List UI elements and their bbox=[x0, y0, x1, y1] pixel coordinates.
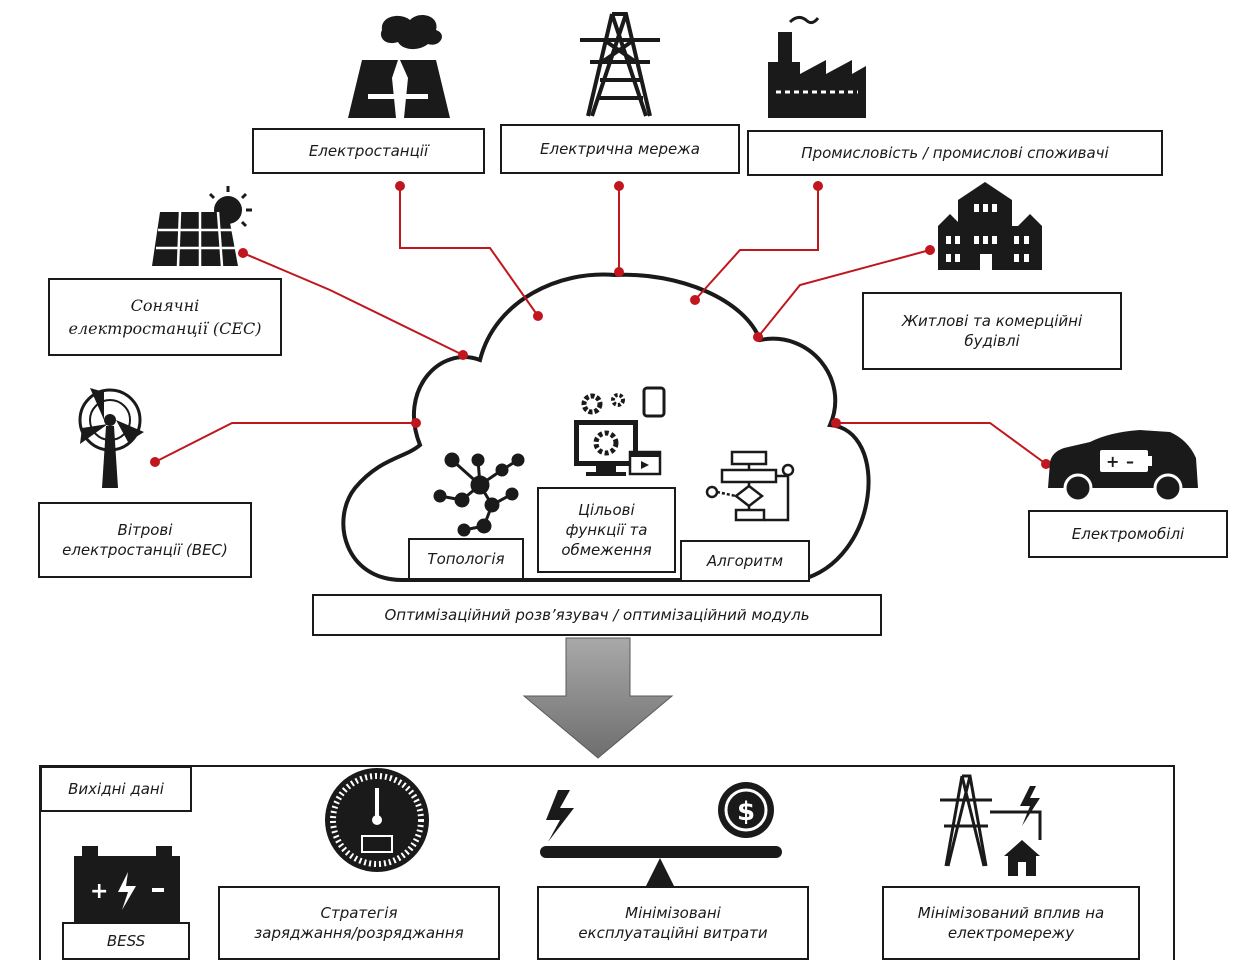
industry-label: Промисловість / промислові споживачі bbox=[747, 130, 1163, 176]
outputs-title: Вихідні дані bbox=[40, 766, 192, 812]
connector-solar bbox=[242, 252, 464, 356]
grid-house-icon bbox=[940, 774, 1042, 876]
buildings-icon bbox=[938, 182, 1042, 270]
buildings-label: Житлові та комерційні будівлі bbox=[862, 292, 1122, 370]
computer-settings-icon bbox=[574, 386, 666, 476]
gauge-icon bbox=[325, 768, 429, 872]
solar-panel-icon bbox=[152, 186, 252, 267]
wind-label: Вітрові електростанції (ВЕС) bbox=[38, 502, 252, 578]
electric-car-icon: + – bbox=[1048, 430, 1198, 503]
flow-down-arrow bbox=[522, 637, 674, 759]
objectives-label: Цільові функції та обмеження bbox=[537, 487, 676, 573]
connector-dots bbox=[150, 181, 1051, 469]
strategy-label: Стратегія заряджання/розряджання bbox=[218, 886, 500, 960]
transmission-tower-icon bbox=[580, 12, 660, 117]
connector-power-plants bbox=[399, 186, 539, 317]
solar-label: Сонячні електростанції (СЕС) bbox=[48, 278, 282, 356]
connector-buildings bbox=[757, 249, 931, 338]
solver-label: Оптимізаційний розв’язувач / оптимізацій… bbox=[312, 594, 882, 636]
factory-icon bbox=[768, 15, 866, 118]
topology-label: Топологія bbox=[408, 538, 524, 580]
wind-turbine-icon bbox=[78, 388, 144, 488]
svg-text:–: – bbox=[1126, 452, 1134, 471]
bess-label: BESS bbox=[62, 922, 190, 960]
connector-wind bbox=[154, 422, 416, 463]
connector-ev bbox=[836, 422, 1047, 465]
cost-balance-icon: $ bbox=[540, 782, 782, 886]
power-plant-icon bbox=[348, 15, 450, 118]
topology-network-icon bbox=[433, 452, 525, 537]
connectors bbox=[154, 186, 1047, 465]
outputs-frame bbox=[39, 765, 1175, 960]
algorithm-label: Алгоритм bbox=[680, 540, 810, 582]
costs-label: Мінімізовані експлуатаційні витрати bbox=[537, 886, 809, 960]
connector-industry bbox=[694, 186, 819, 301]
svg-text:+: + bbox=[1106, 452, 1119, 471]
ev-label: Електромобілі bbox=[1028, 510, 1228, 558]
grid-label: Електрична мережа bbox=[500, 124, 740, 174]
algorithm-flowchart-icon bbox=[705, 450, 795, 522]
grid-impact-label: Мінімізований вплив на електромережу bbox=[882, 886, 1140, 960]
svg-text:$: $ bbox=[737, 797, 755, 827]
power-plants-label: Електростанції bbox=[252, 128, 485, 174]
battery-icon: + bbox=[74, 846, 180, 922]
svg-text:+: + bbox=[90, 879, 108, 904]
